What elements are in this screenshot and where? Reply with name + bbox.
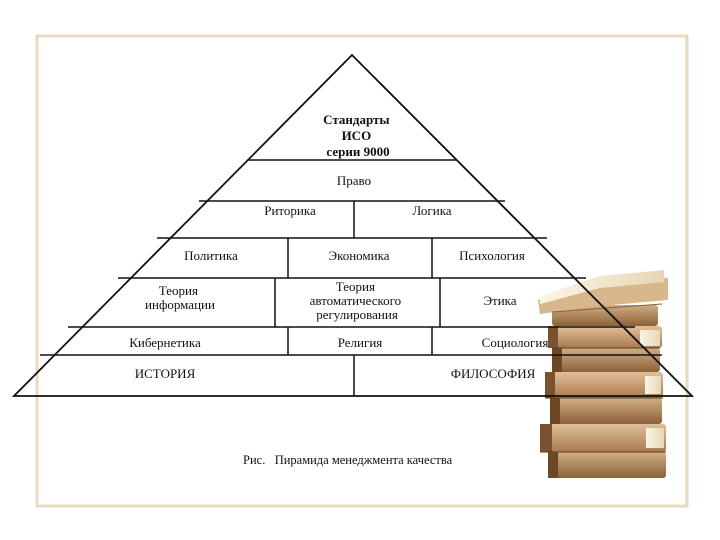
book-stack-image <box>538 270 668 478</box>
cell-teoriya-avtomaticheskogo-regulirovaniya: Теория автоматического регулирования <box>310 279 405 322</box>
pyramid-outline <box>11 53 695 397</box>
apex-line-1: Стандарты <box>323 112 389 127</box>
cell-tar-line-2: автоматического <box>310 293 402 308</box>
cell-kibernetika: Кибернетика <box>129 335 201 350</box>
cell-teoriya-informatsii-line-1: Теория <box>159 283 198 298</box>
pyramid-dividers <box>40 159 662 356</box>
cell-tar-line-3: регулирования <box>316 307 398 322</box>
cell-etika: Этика <box>483 293 516 308</box>
cell-istoriya: ИСТОРИЯ <box>135 366 196 381</box>
cell-psikhologiya: Психология <box>459 248 525 263</box>
cell-religiya: Религия <box>338 335 383 350</box>
cell-teoriya-informatsii-line-2: информации <box>145 297 215 312</box>
apex-line-3: серии 9000 <box>326 144 389 159</box>
pyramid-cell-dividers <box>274 201 441 396</box>
cell-teoriya-informatsii: Теория информации <box>145 283 215 312</box>
cell-politika: Политика <box>184 248 238 263</box>
figure-caption: Рис. Пирамида менеджмента качества <box>243 453 453 467</box>
apex-line-2: ИСО <box>342 128 372 143</box>
cell-ritorika: Риторика <box>264 203 316 218</box>
cell-tar-line-1: Теория <box>336 279 375 294</box>
cell-sotsiologiya: Социология <box>482 335 549 350</box>
cell-logika: Логика <box>412 203 451 218</box>
cell-pravo: Право <box>337 173 371 188</box>
apex-label: Стандарты ИСО серии 9000 <box>323 112 393 159</box>
cell-filosofiya: ФИЛОСОФИЯ <box>451 366 536 381</box>
cell-ekonomika: Экономика <box>328 248 389 263</box>
